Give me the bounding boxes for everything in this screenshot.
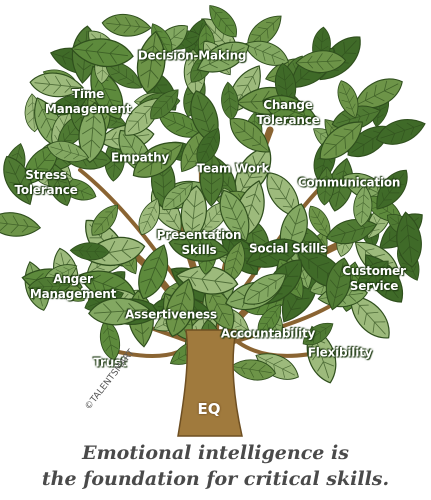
leaf <box>132 141 184 178</box>
leaf <box>229 117 270 153</box>
leaf <box>196 41 250 73</box>
leaf <box>70 38 134 68</box>
leaf <box>262 95 319 125</box>
leaf <box>316 166 335 206</box>
leaf <box>196 127 220 166</box>
skill-label-line: Customer <box>342 264 406 278</box>
skill-label-line: Stress <box>25 168 67 182</box>
skill-label-line: Empathy <box>110 150 170 165</box>
tree-foliage <box>0 5 426 384</box>
leaf <box>245 238 301 268</box>
skill-label-line: Presentation <box>156 228 242 242</box>
skill-label-team-work: Team Work <box>197 162 270 177</box>
leaf <box>138 198 160 236</box>
skill-label-line: Assertiveness <box>125 307 217 322</box>
leaf <box>257 304 282 335</box>
skill-label-line: Team Work <box>196 161 270 176</box>
leaf <box>396 211 422 268</box>
leaf <box>247 15 282 48</box>
skill-label-line: Accountability <box>220 326 316 341</box>
skill-label-line: Skills <box>181 243 217 257</box>
leaf <box>353 184 373 228</box>
leaf <box>337 80 359 119</box>
caption-line-1: Emotional intelligence is <box>82 442 349 464</box>
leaf <box>302 322 334 346</box>
skill-label-trust: Trust <box>93 356 126 371</box>
leaf <box>295 50 347 73</box>
skill-label-empathy: Empathy <box>111 151 169 166</box>
skill-label-assertiveness: Assertiveness <box>125 308 217 323</box>
leaf <box>219 189 250 242</box>
leaf <box>224 240 245 283</box>
skill-label-accountability: Accountability <box>220 326 316 342</box>
leaf <box>69 242 110 261</box>
leaf <box>3 155 33 206</box>
skill-label-line: Tolerance <box>14 183 78 197</box>
leaf <box>165 278 195 338</box>
leaf <box>162 182 193 211</box>
leaf <box>0 212 42 237</box>
leaf <box>266 172 300 219</box>
leaf <box>255 353 299 380</box>
skill-label-flexibility: Flexibility <box>308 346 373 361</box>
leaf <box>138 244 169 300</box>
leaf <box>209 5 237 38</box>
skill-label-decision-making: Decision-Making <box>138 49 247 64</box>
leaf <box>27 277 71 297</box>
tree-illustration <box>0 5 426 437</box>
leaf <box>46 140 90 163</box>
trunk-label-eq: EQ <box>197 400 221 418</box>
leaf <box>49 95 88 116</box>
leaf <box>376 169 408 210</box>
leaf <box>91 204 118 236</box>
skill-label-line: Tolerance <box>256 113 320 127</box>
skill-label-line: Social Skills <box>248 241 328 256</box>
tree-trunk <box>177 329 243 437</box>
skill-label-line: Management <box>29 287 117 301</box>
caption-line-2: the foundation for critical skills. <box>41 468 390 490</box>
leaf <box>78 101 107 164</box>
skill-label-communication: Communication <box>298 176 401 191</box>
leaf <box>88 297 151 326</box>
caption: Emotional intelligence is the foundation… <box>0 440 431 492</box>
skill-label-line: Decision-Making <box>137 48 247 63</box>
skill-label-social-skills: Social Skills <box>249 242 327 257</box>
skill-label-line: Change <box>263 98 313 112</box>
skill-label-line: Communication <box>297 175 401 190</box>
skill-label-line: Management <box>44 102 132 116</box>
leaf <box>356 260 389 291</box>
skill-label-line: Flexibility <box>307 345 373 360</box>
leaf <box>101 13 152 37</box>
leaf <box>199 153 224 207</box>
leaf <box>319 121 363 160</box>
skill-label-line: Trust <box>93 355 127 370</box>
skill-label-line: Anger <box>53 272 93 286</box>
leaf <box>325 257 352 311</box>
leaf <box>168 233 230 262</box>
leaf <box>221 81 239 121</box>
leaf <box>326 219 378 245</box>
skill-label-line: Time <box>71 87 105 101</box>
skill-label-line: Service <box>349 279 399 293</box>
leaf <box>243 273 287 305</box>
leaf <box>29 72 84 98</box>
leaf <box>150 89 179 120</box>
leaf <box>375 119 426 145</box>
leaf <box>136 30 166 94</box>
branch <box>223 298 342 347</box>
